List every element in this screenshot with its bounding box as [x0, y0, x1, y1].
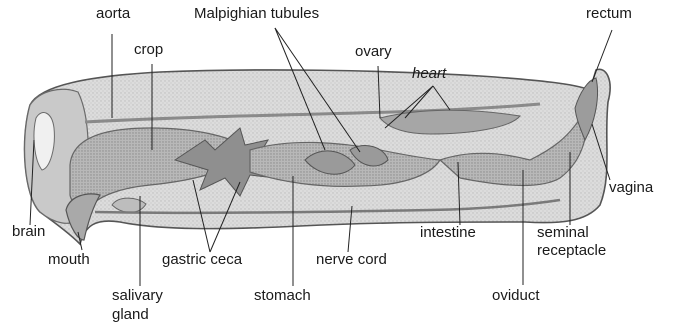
label-oviduct: oviduct: [492, 288, 540, 304]
label-crop: crop: [134, 42, 163, 58]
label-rectum: rectum: [586, 6, 632, 22]
label-intestine: intestine: [420, 225, 476, 241]
label-mouth: mouth: [48, 252, 90, 268]
label-salivary-gland-line2: gland: [112, 307, 149, 323]
label-malpighian-tubules: Malpighian tubules: [194, 6, 319, 22]
label-brain: brain: [12, 224, 45, 240]
label-nerve-cord: nerve cord: [316, 252, 387, 268]
label-stomach: stomach: [254, 288, 311, 304]
label-salivary-gland-line1: salivary: [112, 288, 163, 304]
label-aorta: aorta: [96, 6, 130, 22]
label-heart: heart: [412, 66, 446, 82]
label-vagina: vagina: [609, 180, 653, 196]
label-seminal-receptacle-line1: seminal: [537, 225, 589, 241]
label-seminal-receptacle-line2: receptacle: [537, 243, 606, 259]
label-ovary: ovary: [355, 44, 392, 60]
label-gastric-ceca: gastric ceca: [162, 252, 242, 268]
